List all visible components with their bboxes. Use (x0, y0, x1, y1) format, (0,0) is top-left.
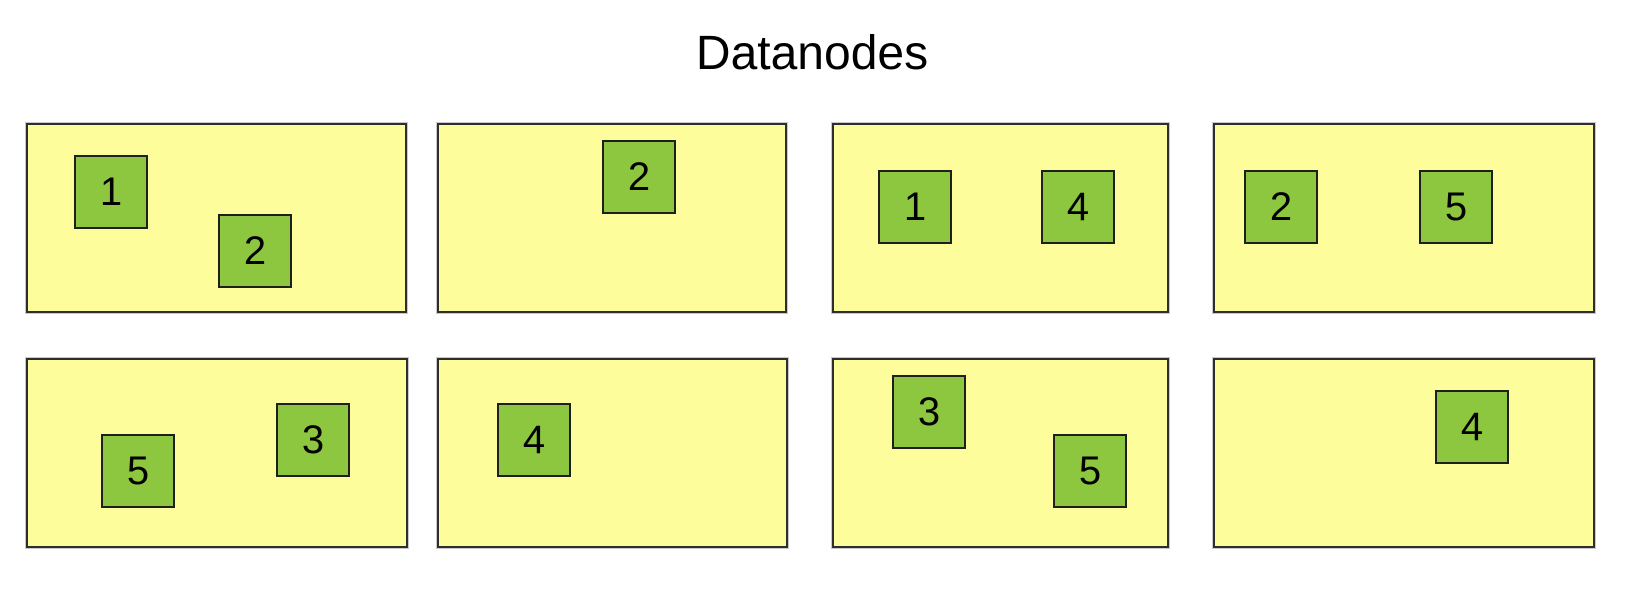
block-replica: 1 (74, 155, 148, 229)
datanode-6: 4 (437, 358, 788, 548)
block-replica: 1 (878, 170, 952, 244)
block-replica: 5 (1419, 170, 1493, 244)
block-replica: 3 (892, 375, 966, 449)
block-replica: 2 (602, 140, 676, 214)
datanode-2: 2 (437, 123, 787, 313)
block-replica: 4 (1041, 170, 1115, 244)
diagram-title: Datanodes (695, 27, 929, 80)
block-replica: 4 (497, 403, 571, 477)
datanode-8: 4 (1213, 358, 1595, 548)
block-replica: 5 (1053, 434, 1127, 508)
block-replica: 5 (101, 434, 175, 508)
block-replica: 3 (276, 403, 350, 477)
datanode-4: 2 5 (1213, 123, 1595, 313)
block-replica: 2 (1244, 170, 1318, 244)
datanode-5: 5 3 (26, 358, 408, 548)
datanode-7: 3 5 (832, 358, 1169, 548)
block-replica: 2 (218, 214, 292, 288)
block-replica: 4 (1435, 390, 1509, 464)
datanode-3: 1 4 (832, 123, 1169, 313)
datanode-1: 1 2 (26, 123, 407, 313)
